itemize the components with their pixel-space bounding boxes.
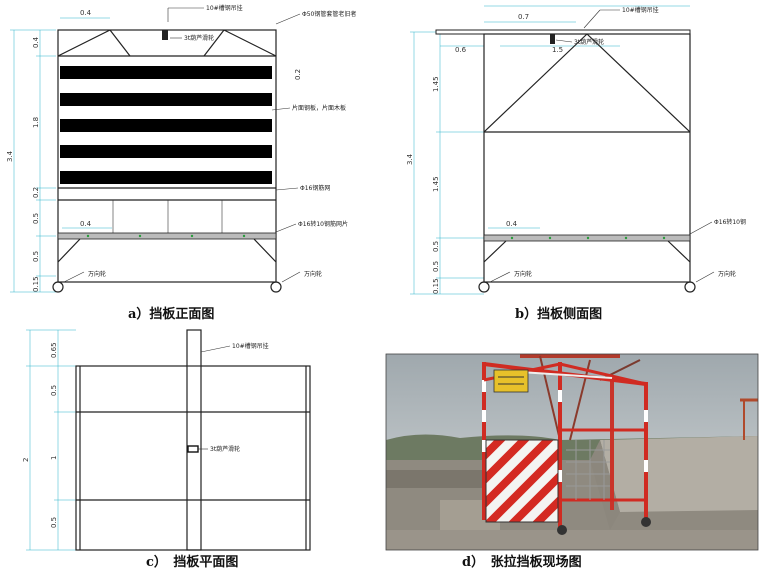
dim-b-3: 0.5 [432,241,440,252]
dim-a-3: 0.2 [32,187,40,198]
dim-a-1: 0.4 [32,36,40,48]
dim-b-top-1: 0.7 [518,13,529,21]
panel-a-front-view: 3.4 0.4 1.8 0.2 0.5 0.5 0.15 0.4 [6,4,356,322]
panel-c-plan-view: 0.65 0.5 1 0.5 2 10#槽钢吊挂 3t葫芦滑轮 c） 挡板平面图 [22,329,311,570]
label-b-wheel-right: 万向轮 [718,270,736,278]
dim-c-2: 0.5 [50,385,58,396]
caption-b: b）挡板侧面图 [515,306,602,322]
label-a-plate: 片面钢板，片面木板 [292,104,346,112]
panel-b-side-view: 3.4 1.45 1.45 0.5 0.5 0.15 0.7 0.6 1.5 [406,5,746,322]
label-a-pulley: 3t葫芦滑轮 [184,34,214,42]
dim-a-inner: 0.4 [80,220,92,228]
label-a-channel: 10#槽钢吊挂 [206,4,243,12]
dim-a-2: 1.8 [32,117,40,128]
label-b-mesh-sheet: Φ16转10钢 [714,218,746,226]
label-a-wheel-left: 万向轮 [88,270,106,278]
caption-a: a）挡板正面图 [128,306,214,322]
dim-b-5: 0.15 [432,278,440,294]
dim-c-4: 0.5 [50,517,58,528]
label-b-channel: 10#槽钢吊挂 [622,6,659,14]
caption-c: c） 挡板平面图 [146,554,238,570]
label-b-wheel-left: 万向轮 [514,270,532,278]
dim-b-top-3: 1.5 [552,46,563,54]
panel-d-site-photo: d） 张拉挡板现场图 [385,353,759,570]
dim-total-b: 3.4 [406,153,414,165]
label-c-channel: 10#槽钢吊挂 [232,342,269,350]
dim-total-c: 2 [22,458,30,462]
label-a-wheel-right: 万向轮 [304,270,322,278]
dim-b-1: 1.45 [432,76,440,92]
dim-a-4: 0.5 [32,213,40,224]
dim-b-top-2: 0.6 [455,46,467,54]
label-c-pulley: 3t葫芦滑轮 [210,445,240,453]
dim-c-1: 0.65 [50,342,58,358]
dim-b-4: 0.5 [432,261,440,272]
dim-a-right: 0.2 [294,69,302,80]
label-a-mesh-sheet: Φ16转10钢筋网片 [298,220,348,228]
dim-a-top: 0.4 [80,9,92,17]
label-a-pipe: Φ50钢管套管老旧者 [302,10,356,18]
dim-a-6: 0.15 [32,276,40,292]
caption-d: d） 张拉挡板现场图 [462,554,582,570]
dim-c-3: 1 [50,456,58,460]
dim-b-2: 1.45 [432,176,440,192]
site-photo [386,354,758,550]
dim-b-inner: 0.4 [506,220,518,228]
label-a-mesh: Φ16钢筋网 [300,184,330,192]
label-b-pulley: 3t葫芦滑轮 [574,38,604,46]
dim-total-a: 3.4 [6,150,14,162]
dim-a-5: 0.5 [32,251,40,262]
